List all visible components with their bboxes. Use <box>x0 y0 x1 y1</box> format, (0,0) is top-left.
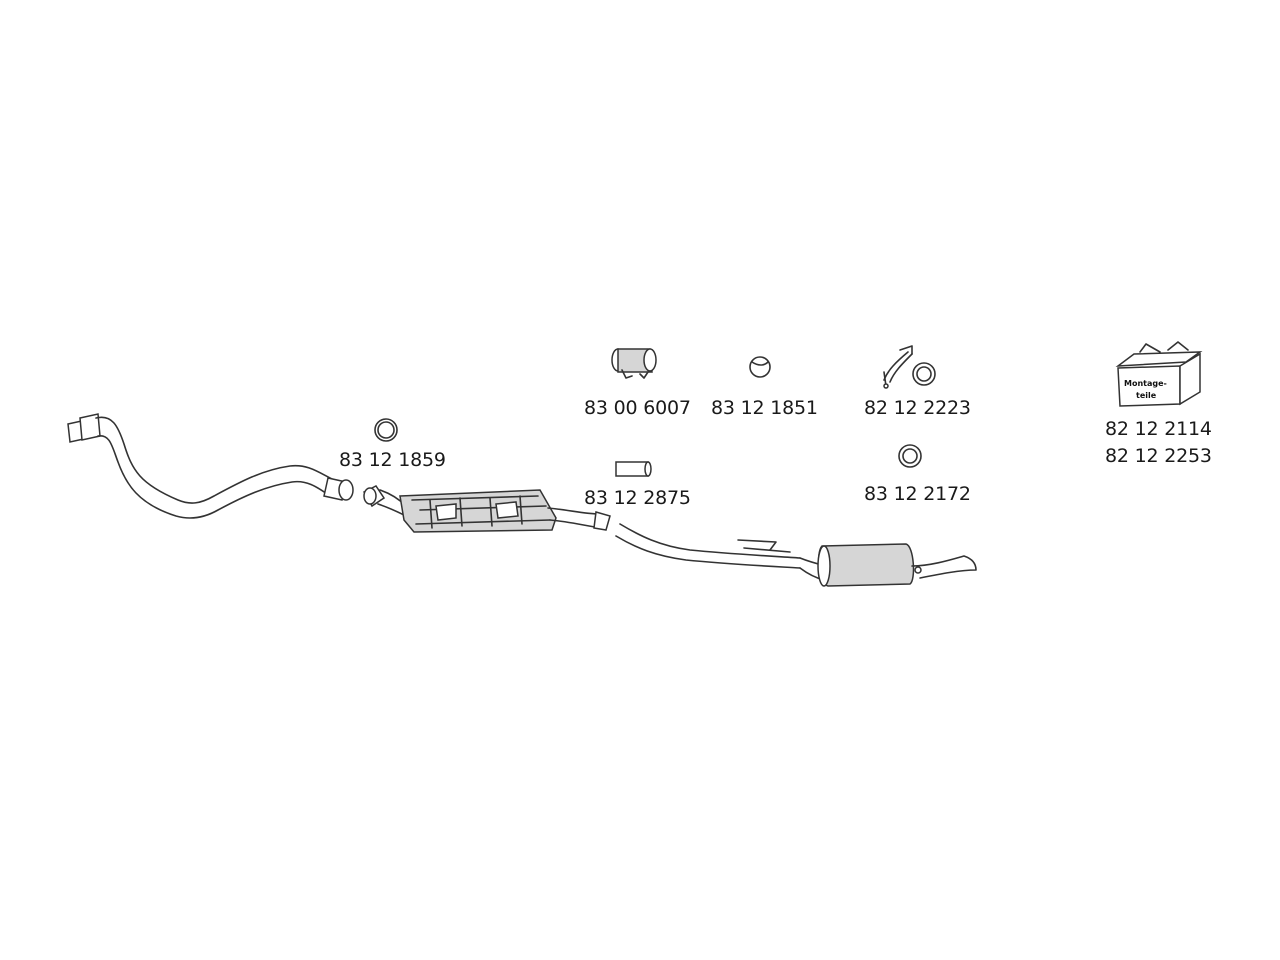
part-number-2223: 82 12 2223 <box>864 397 971 419</box>
rear-muffler <box>799 543 977 587</box>
part-number-2172: 83 12 2172 <box>864 483 971 505</box>
middle-muffler <box>399 489 611 533</box>
pipe-sleeve-2875-icon <box>615 461 652 477</box>
front-pipe <box>67 413 354 519</box>
clamp-6007-icon <box>611 348 657 379</box>
ring-2172-icon <box>898 444 922 468</box>
rear-pipe <box>615 523 801 569</box>
mounting-box-line1: Montage- <box>1124 379 1167 388</box>
mounting-parts-box-icon: Montage- teile <box>1115 341 1203 407</box>
part-number-2875: 83 12 2875 <box>584 487 691 509</box>
part-number-2114: 82 12 2114 <box>1105 418 1212 440</box>
mounting-box-line2: teile <box>1136 391 1157 400</box>
part-number-1859: 83 12 1859 <box>339 449 446 471</box>
part-number-6007: 83 00 6007 <box>584 397 691 419</box>
hanger-set-2223-icon <box>883 345 936 389</box>
part-number-1851: 83 12 1851 <box>711 397 818 419</box>
ring-clamp-1859-icon <box>374 418 398 442</box>
part-number-2253: 82 12 2253 <box>1105 445 1212 467</box>
connector-pipe <box>362 485 407 517</box>
ring-1851-icon <box>749 356 771 378</box>
